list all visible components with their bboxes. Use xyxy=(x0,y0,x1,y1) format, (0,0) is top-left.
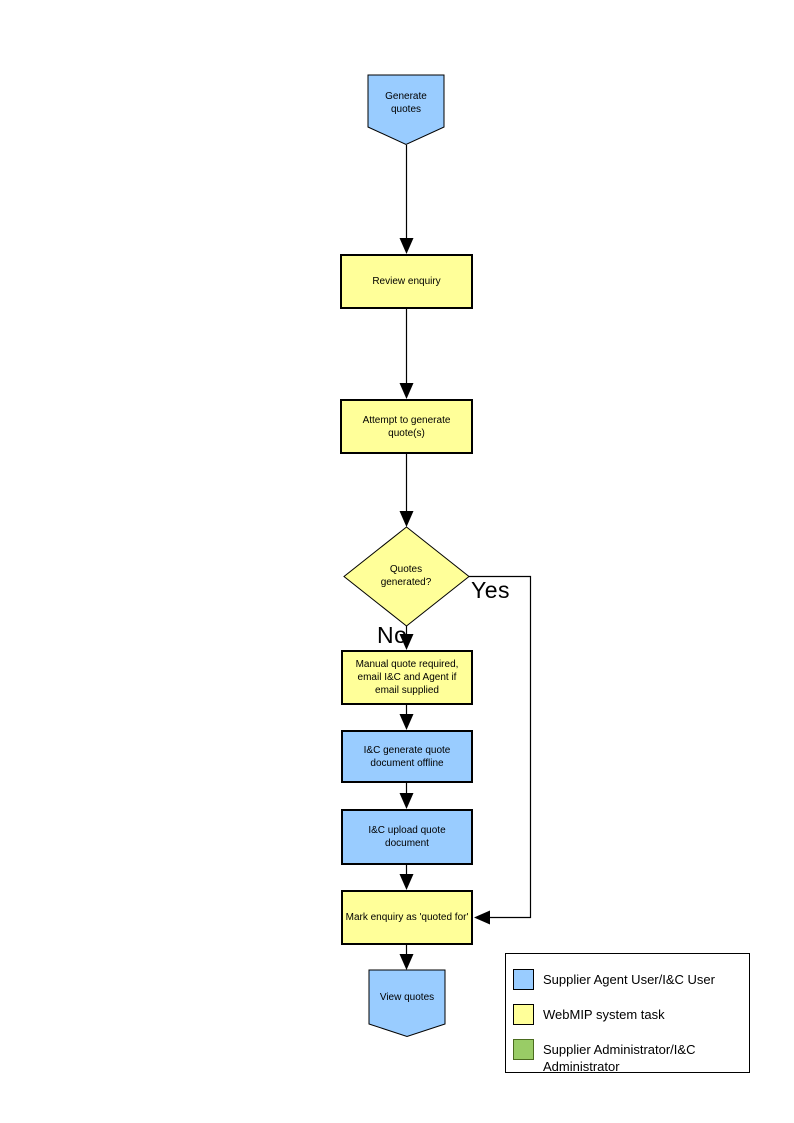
arrowhead-icon xyxy=(474,910,490,925)
legend-swatch-blue xyxy=(513,969,534,990)
flow-arrowheads xyxy=(399,238,490,970)
arrowhead-icon xyxy=(399,383,414,399)
legend-swatch-green xyxy=(513,1039,534,1060)
arrowhead-icon xyxy=(399,634,414,650)
legend-label: Supplier Administrator/I&C Administrator xyxy=(543,1042,696,1074)
no-branch-label: No xyxy=(377,622,408,648)
manual-quote-text: Manual quote required, email I&C and Age… xyxy=(355,659,459,696)
connector-yes-branch xyxy=(469,575,532,919)
yes-branch-label: Yes xyxy=(471,577,511,603)
legend-label: WebMIP system task xyxy=(543,1007,665,1022)
attempt-generate-step: Attempt to generate quote(s) xyxy=(340,399,473,454)
decision-diamond-shape xyxy=(343,526,470,627)
offline-generate-text: I&C generate quote document offline xyxy=(363,744,451,769)
legend-item-agent-user: Supplier Agent User/I&C User xyxy=(513,969,715,990)
arrowhead-icon xyxy=(399,714,414,730)
review-enquiry-text: Review enquiry xyxy=(372,276,441,287)
arrowhead-icon xyxy=(399,874,414,890)
upload-quote-step: I&C upload quote document xyxy=(341,809,473,865)
attempt-generate-text: Attempt to generate quote(s) xyxy=(362,414,451,439)
end-pentagon-shape xyxy=(368,969,446,1038)
review-enquiry-step: Review enquiry xyxy=(340,254,473,309)
offline-generate-step: I&C generate quote document offline xyxy=(341,730,473,783)
arrowhead-icon xyxy=(399,793,414,809)
arrowhead-icon xyxy=(399,511,414,527)
mark-quoted-text: Mark enquiry as 'quoted for' xyxy=(345,912,469,923)
legend-item-system-task: WebMIP system task xyxy=(513,1004,665,1025)
arrowhead-icon xyxy=(399,954,414,970)
start-pentagon-shape xyxy=(367,74,445,146)
legend: Supplier Agent User/I&C User WebMIP syst… xyxy=(505,953,750,1075)
legend-swatch-yellow xyxy=(513,1004,534,1025)
arrowhead-icon xyxy=(399,238,414,254)
manual-quote-step: Manual quote required, email I&C and Age… xyxy=(341,650,473,705)
legend-label: Supplier Agent User/I&C User xyxy=(543,972,715,987)
legend-item-administrator: Supplier Administrator/I&C Administrator xyxy=(513,1039,741,1075)
mark-quoted-step: Mark enquiry as 'quoted for' xyxy=(341,890,473,945)
upload-quote-text: I&C upload quote document xyxy=(368,825,446,849)
